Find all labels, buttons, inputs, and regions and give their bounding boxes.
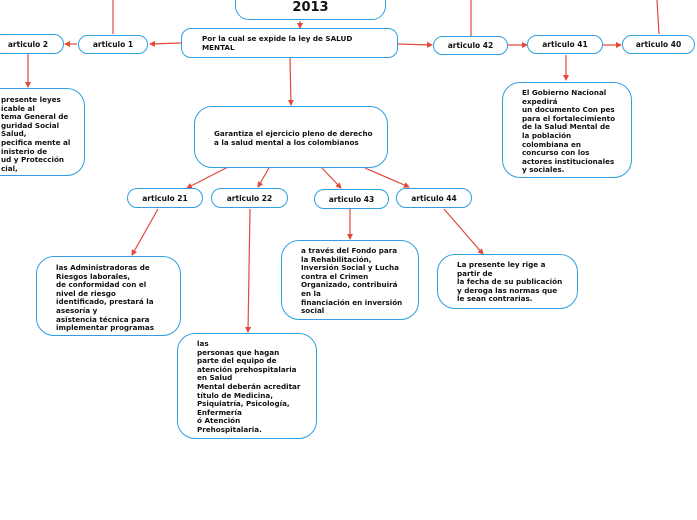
art43-box-text: a través del Fondo para la Rehabilitació… (301, 246, 403, 316)
art22-box-node[interactable]: las personas que hagan parte del equipo … (177, 333, 317, 439)
law-node[interactable]: Por la cual se expide la ley de SALUD ME… (181, 28, 398, 58)
art2-label: articulo 2 (7, 39, 49, 49)
art41-label: articulo 41 (542, 40, 588, 49)
center-text: Garantiza el ejercicio pleno de derecho … (214, 129, 373, 147)
edge-center-art22 (257, 167, 270, 188)
art43-node[interactable]: articulo 43 (314, 189, 389, 209)
art2-node[interactable]: articulo 2 (0, 34, 64, 54)
art21-label: articulo 21 (142, 193, 188, 203)
center-node[interactable]: Garantiza el ejercicio pleno de derecho … (194, 106, 388, 168)
edge-center-art44 (364, 167, 410, 188)
art42-node[interactable]: articulo 42 (433, 36, 508, 55)
art1-node[interactable]: articulo 1 (78, 35, 148, 54)
art44-label: articulo 44 (411, 193, 457, 203)
art43-label: articulo 43 (328, 194, 375, 204)
year-label: 2013 (292, 0, 329, 15)
left-box-node[interactable]: presente leyes icable al tema General de… (0, 88, 85, 176)
art44-box-node[interactable]: La presente ley rige a partir de la fech… (437, 254, 578, 309)
art22-node[interactable]: articulo 22 (211, 188, 288, 208)
art22-box-text: las personas que hagan parte del equipo … (197, 339, 301, 434)
art44-node[interactable]: articulo 44 (396, 188, 472, 208)
art41-node[interactable]: articulo 41 (527, 35, 603, 54)
left-box-text: presente leyes icable al tema General de… (1, 95, 71, 173)
year-node[interactable]: 2013 (235, 0, 386, 20)
art41-box-node[interactable]: El Gobierno Nacional expedirá un documen… (502, 82, 632, 178)
art22-label: articulo 22 (226, 193, 273, 203)
edge-center-art43 (321, 167, 342, 189)
edge-art44-box (443, 208, 484, 255)
edge-art21-box (131, 208, 159, 256)
art42-label: articulo 42 (447, 41, 494, 50)
edge-center-art21 (186, 166, 229, 189)
art43-box-node[interactable]: a través del Fondo para la Rehabilitació… (281, 240, 419, 320)
art21-box-text: las Administradoras de Riesgos laborales… (56, 263, 155, 333)
art40-node[interactable]: articulo 40 (622, 35, 695, 54)
edge-law-art1 (149, 40, 182, 47)
art21-node[interactable]: articulo 21 (127, 188, 203, 208)
art44-box-text: La presente ley rige a partir de la fech… (457, 260, 563, 304)
edge-art22-box (245, 208, 252, 333)
law-label: Por la cual se expide la ley de SALUD ME… (202, 34, 353, 52)
art41-box-text: El Gobierno Nacional expedirá un documen… (522, 88, 616, 175)
edge-art40-up (656, 0, 660, 35)
art21-box-node[interactable]: las Administradoras de Riesgos laborales… (36, 256, 181, 336)
edge-law-art42 (397, 41, 433, 48)
edge-law-center (287, 57, 294, 106)
art40-label: articulo 40 (635, 40, 682, 49)
art1-label: articulo 1 (92, 40, 134, 49)
